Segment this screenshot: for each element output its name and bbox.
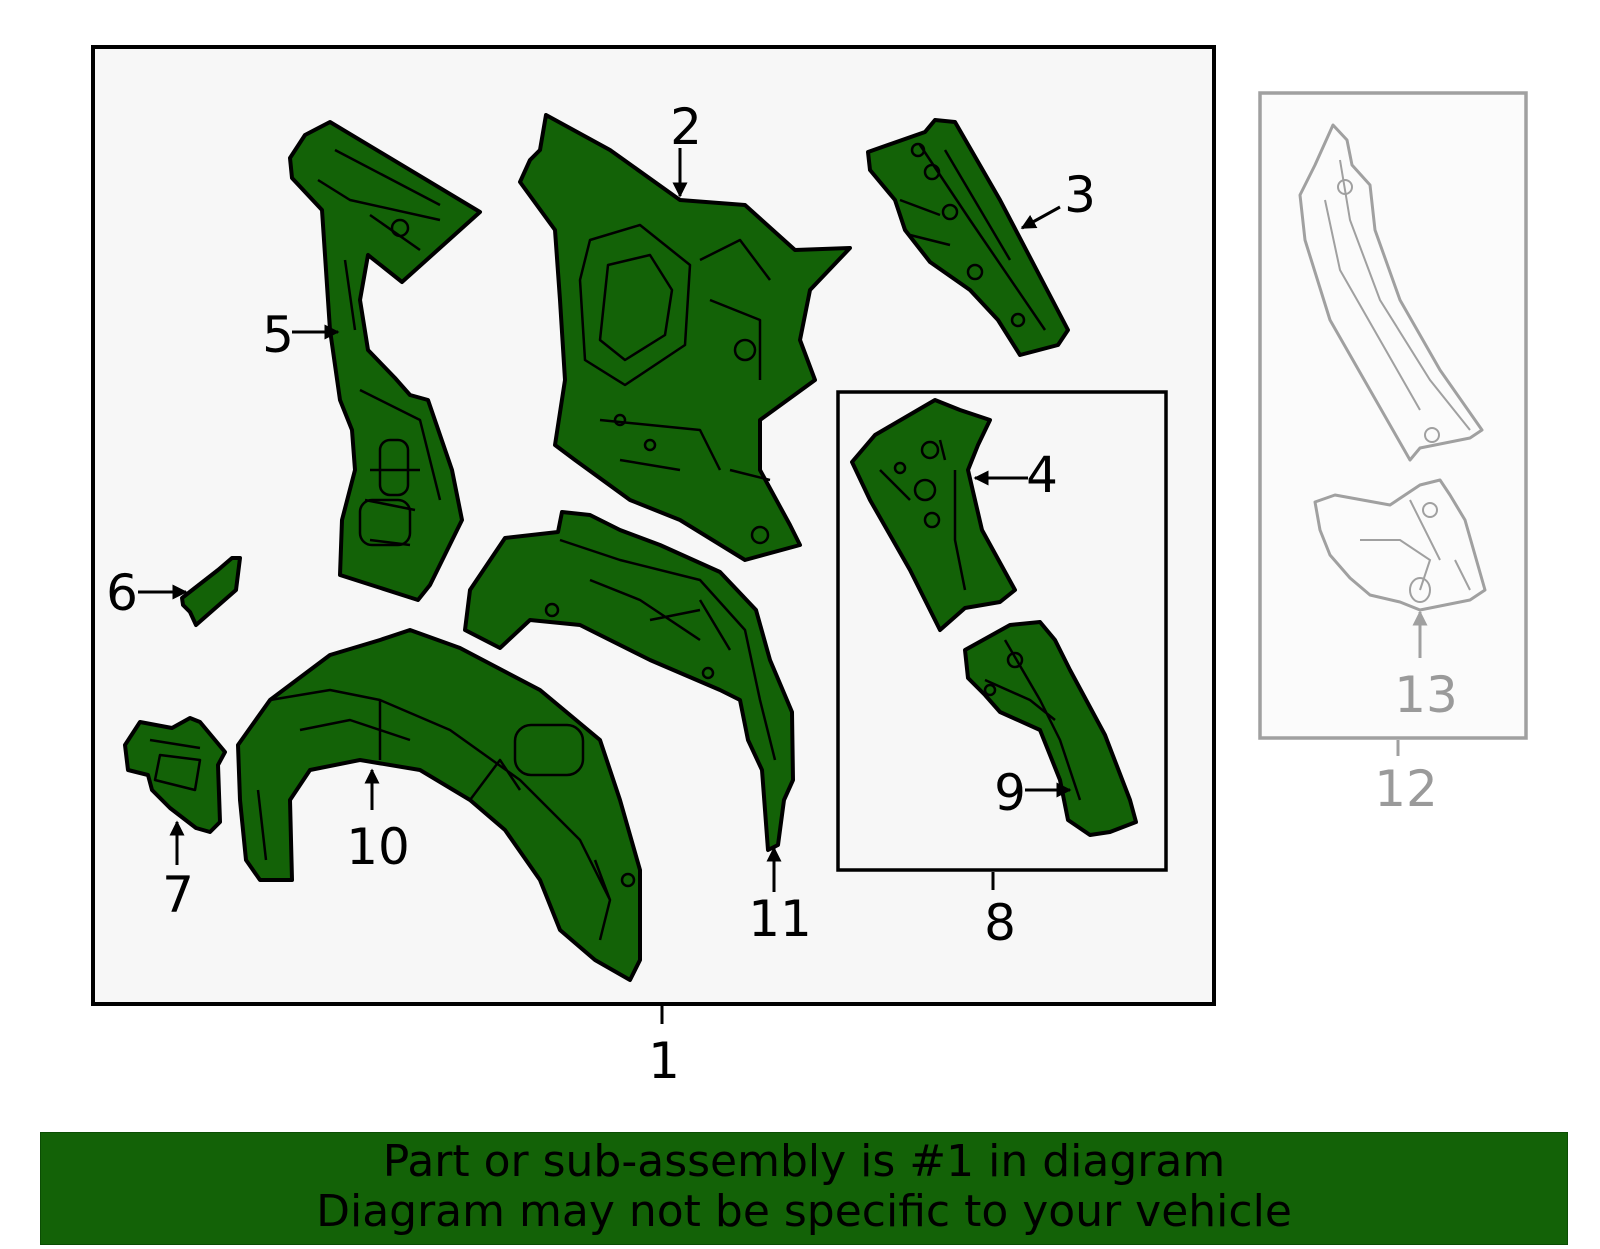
- part-3-bracket: [866, 118, 1070, 357]
- part-10-wheelhouse-outer: [236, 628, 642, 982]
- callout-12: 12: [1374, 760, 1438, 818]
- callout-1: 1: [648, 1032, 680, 1090]
- part-4-reinforcement: [850, 398, 1017, 632]
- callout-11: 11: [748, 890, 812, 948]
- callout-6: 6: [106, 564, 138, 622]
- banner-line-2: Diagram may not be specific to your vehi…: [316, 1186, 1292, 1237]
- part-9-reinforcement: [963, 620, 1138, 837]
- callout-7: 7: [162, 866, 194, 924]
- callout-4: 4: [1026, 446, 1058, 504]
- banner-line-1: Part or sub-assembly is #1 in diagram: [382, 1136, 1226, 1187]
- ghost-part-12-pillar: [1298, 123, 1484, 462]
- part-6-clip: [180, 556, 242, 627]
- callout-2: 2: [670, 98, 702, 156]
- callout-8: 8: [984, 894, 1016, 952]
- callout-3: 3: [1064, 166, 1096, 224]
- part-5-pillar: [288, 120, 482, 602]
- callout-5: 5: [262, 306, 294, 364]
- callout-13: 13: [1394, 666, 1458, 724]
- part-2-inner-panel: [518, 113, 852, 562]
- callout-9: 9: [994, 764, 1026, 822]
- ghost-part-13-bracket: [1313, 478, 1487, 612]
- part-11-wheelhouse-inner: [463, 510, 795, 852]
- callout-10: 10: [346, 818, 410, 876]
- parts-diagram: 1 2 3 4 5 6 7 8 9 10 11 12 13: [91, 45, 1528, 1090]
- info-banner: Part or sub-assembly is #1 in diagram Di…: [40, 1132, 1568, 1245]
- part-7-bracket: [123, 716, 227, 834]
